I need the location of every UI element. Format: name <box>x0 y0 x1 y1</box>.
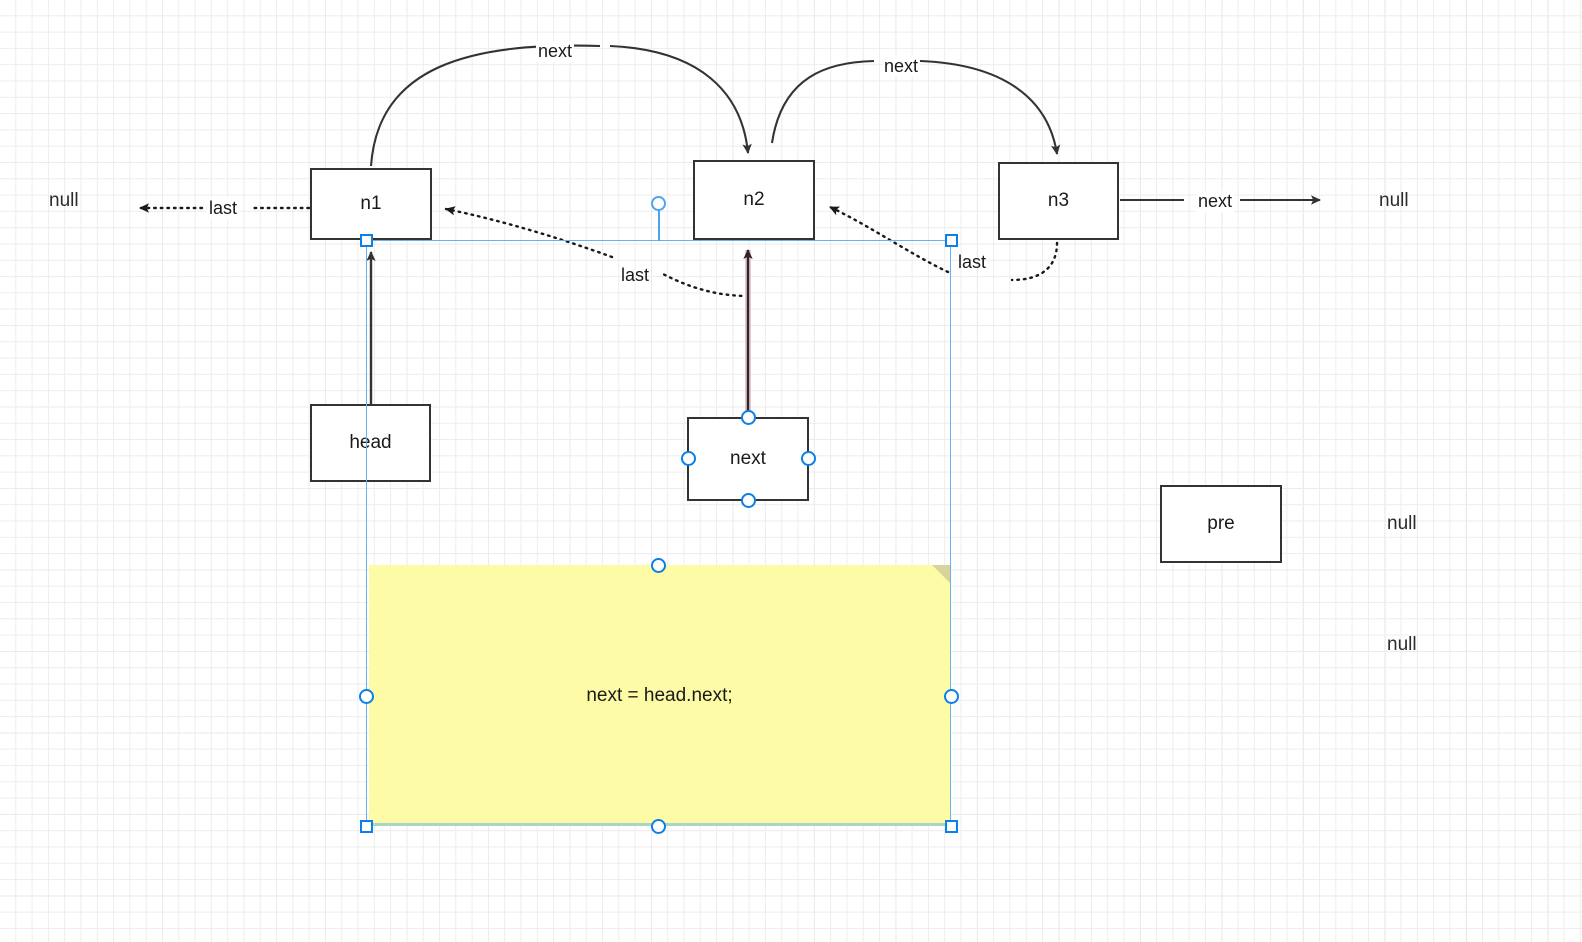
connection-stem <box>658 210 660 241</box>
node-pre[interactable]: pre <box>1160 485 1282 563</box>
node-next-label: next <box>730 448 766 469</box>
edge-label-next-n1-n2[interactable]: next <box>536 41 575 62</box>
handle-top-middle[interactable] <box>651 558 666 573</box>
node-n1-label: n1 <box>360 193 382 214</box>
handle-top-right[interactable] <box>945 234 958 247</box>
selection-bottom-accent <box>366 240 951 826</box>
node-head[interactable]: head <box>310 404 431 482</box>
label-null-right-top[interactable]: null <box>1379 190 1409 211</box>
node-n2-label: n2 <box>743 189 765 210</box>
edge-label-last-n2-n1[interactable]: last <box>621 265 650 285</box>
connpoint-next-bottom[interactable] <box>741 493 756 508</box>
handle-top-left[interactable] <box>360 234 373 247</box>
label-null-right-lower[interactable]: null <box>1387 634 1417 655</box>
connpoint-next-left[interactable] <box>681 451 696 466</box>
sticky-note-fold-corner <box>932 565 950 583</box>
node-n2[interactable]: n2 <box>693 160 815 240</box>
handle-bottom-left[interactable] <box>360 820 373 833</box>
handle-bottom-middle[interactable] <box>651 819 666 834</box>
connpoint-canvas-stem[interactable] <box>651 196 666 211</box>
sticky-note[interactable]: next = head.next; <box>369 565 950 826</box>
connpoint-next-right[interactable] <box>801 451 816 466</box>
edge-label-next-n2-n3[interactable]: next <box>882 56 921 77</box>
node-n3[interactable]: n3 <box>998 162 1119 240</box>
connpoint-next-top[interactable] <box>741 410 756 425</box>
node-n3-label: n3 <box>1047 190 1070 211</box>
edge-next-n1-n2 <box>369 44 752 167</box>
sticky-note-text: next = head.next; <box>586 684 733 706</box>
label-null-right-mid[interactable]: null <box>1387 513 1417 534</box>
label-null-left[interactable]: null <box>49 190 79 211</box>
node-head-label: head <box>349 432 392 453</box>
node-pre-label: pre <box>1207 513 1235 534</box>
handle-right-middle[interactable] <box>944 689 959 704</box>
edge-label-last-n1-null[interactable]: last <box>207 198 240 219</box>
handle-bottom-right[interactable] <box>945 820 958 833</box>
node-n1[interactable]: n1 <box>310 168 432 240</box>
edge-label-next-n3-null[interactable]: next <box>1196 191 1235 212</box>
handle-left-middle[interactable] <box>359 689 374 704</box>
edge-label-last-n3-n2[interactable]: last <box>958 252 987 272</box>
